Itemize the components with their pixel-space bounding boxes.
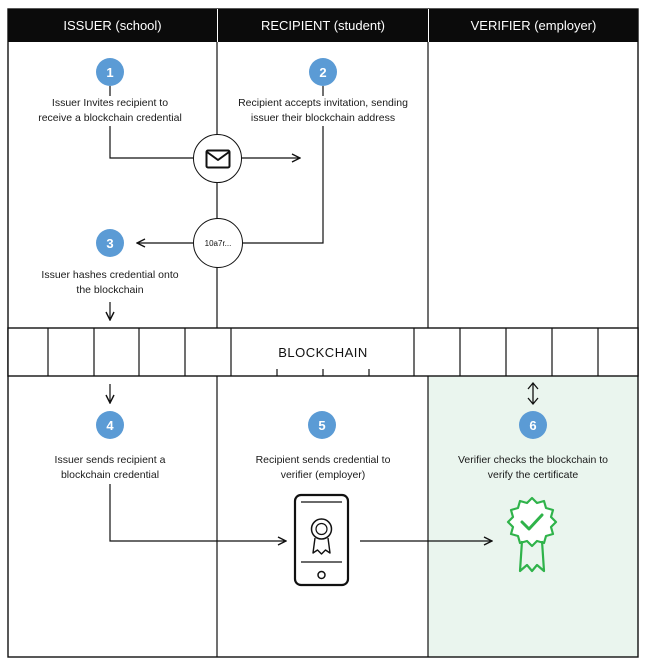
hash-node: 10a7r... bbox=[193, 218, 243, 268]
connector-line bbox=[242, 126, 324, 244]
step-text-line: verify the certificate bbox=[487, 469, 579, 481]
step-text-4: Issuer sends recipient a blockchain cred… bbox=[12, 453, 208, 483]
step-text-line: receive a blockchain credential bbox=[38, 112, 182, 124]
column-header-issuer: ISSUER (school) bbox=[8, 9, 217, 42]
step-text-6: Verifier checks the blockchain to verify… bbox=[430, 453, 636, 483]
step-text-line: Verifier checks the blockchain to bbox=[458, 454, 608, 466]
step-text-1: Issuer Invites recipient to receive a bl… bbox=[12, 96, 208, 126]
connector-line bbox=[109, 126, 193, 159]
step-text-line: Recipient sends credential to bbox=[255, 454, 391, 466]
blockchain-label: BLOCKCHAIN bbox=[278, 344, 368, 360]
step-number-2: 2 bbox=[309, 58, 337, 86]
column-header-recipient: RECIPIENT (student) bbox=[217, 9, 428, 42]
step-text-line: the blockchain bbox=[76, 284, 144, 296]
step-number-1: 1 bbox=[96, 58, 124, 86]
phone-certificate-icon bbox=[293, 493, 350, 587]
step-number-4: 4 bbox=[96, 411, 124, 439]
step-number-3: 3 bbox=[96, 229, 124, 257]
step-text-2: Recipient accepts invitation, sending is… bbox=[220, 96, 426, 126]
step-text-line: issuer their blockchain address bbox=[250, 112, 396, 124]
step-number-6: 6 bbox=[519, 411, 547, 439]
blockchain-band bbox=[7, 327, 639, 377]
hash-label: 10a7r... bbox=[204, 238, 232, 248]
column-header-verifier: VERIFIER (employer) bbox=[428, 9, 638, 42]
double-arrow-icon bbox=[527, 381, 539, 406]
step-text-3: Issuer hashes credential onto the blockc… bbox=[12, 268, 208, 298]
envelope-node bbox=[193, 134, 242, 183]
connector-line bbox=[109, 484, 286, 541]
step-text-5: Recipient sends credential to verifier (… bbox=[220, 453, 426, 483]
verified-badge-icon bbox=[506, 496, 558, 573]
step-text-line: Issuer sends recipient a bbox=[54, 454, 166, 466]
step-text-line: Recipient accepts invitation, sending bbox=[238, 97, 408, 109]
envelope-icon bbox=[205, 149, 230, 168]
step-number-5: 5 bbox=[308, 411, 336, 439]
step-text-line: verifier (employer) bbox=[280, 469, 366, 481]
step-text-line: Issuer hashes credential onto bbox=[41, 269, 179, 281]
step-text-line: blockchain credential bbox=[60, 469, 160, 481]
step-text-line: Issuer Invites recipient to bbox=[51, 97, 169, 109]
